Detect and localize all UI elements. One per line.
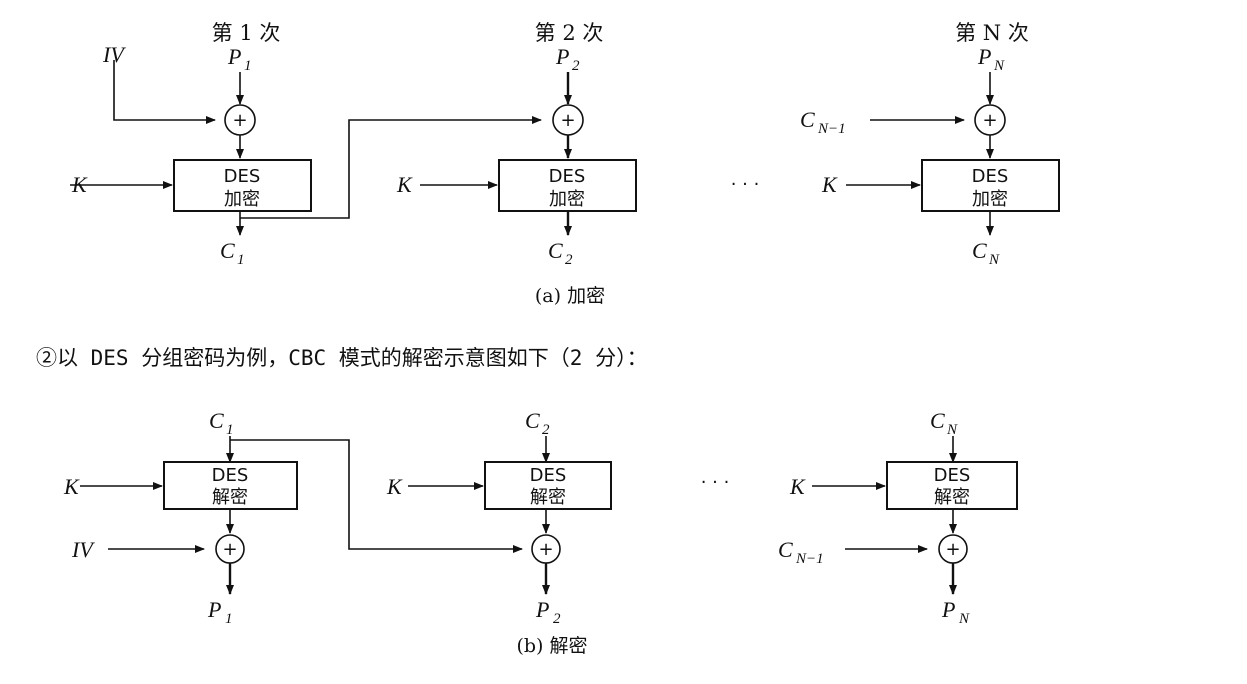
dec-ciphertext-n: C N xyxy=(930,408,958,438)
svg-text:+: + xyxy=(222,539,237,560)
svg-text:N−1: N−1 xyxy=(795,551,824,567)
decryption-diagram: C 1 C 2 C N DES xyxy=(63,408,1018,657)
svg-text:1: 1 xyxy=(237,252,245,268)
enc-des-box-1: DES 加密 xyxy=(173,159,312,212)
svg-text:C: C xyxy=(930,408,945,433)
dec-plaintext-n: P N xyxy=(941,597,970,627)
enc-plaintext-2: P 2 xyxy=(555,44,580,74)
enc-caption: (a) 加密 xyxy=(535,285,605,307)
svg-text:2: 2 xyxy=(542,422,550,438)
dec-chain-n-label: C N−1 xyxy=(778,537,824,567)
svg-text:N: N xyxy=(958,611,970,627)
enc-ciphertext-2: C 2 xyxy=(548,238,573,268)
enc-key-1: K xyxy=(71,172,88,197)
svg-text:+: + xyxy=(538,539,553,560)
svg-text:N: N xyxy=(988,252,1000,268)
svg-text:加密: 加密 xyxy=(224,189,260,210)
svg-text:N: N xyxy=(946,422,958,438)
svg-text:1: 1 xyxy=(226,422,234,438)
dec-des-box-2: DES 解密 xyxy=(484,461,612,510)
svg-text:DES: DES xyxy=(224,166,261,187)
enc-ciphertext-n: C N xyxy=(972,238,1000,268)
dec-plaintext-1: P 1 xyxy=(207,597,233,627)
svg-text:P: P xyxy=(555,44,569,69)
svg-text:N: N xyxy=(993,58,1005,74)
enc-ciphertext-1: C 1 xyxy=(220,238,245,268)
svg-text:P: P xyxy=(227,44,241,69)
svg-text:2: 2 xyxy=(572,58,580,74)
svg-text:C: C xyxy=(548,238,563,263)
svg-text:+: + xyxy=(560,110,575,131)
svg-text:P: P xyxy=(535,597,549,622)
svg-text:C: C xyxy=(525,408,540,433)
svg-text:2: 2 xyxy=(553,611,561,627)
svg-text:DES: DES xyxy=(549,166,586,187)
svg-text:2: 2 xyxy=(565,252,573,268)
dec-xor-n: + xyxy=(938,534,968,564)
svg-text:P: P xyxy=(941,597,955,622)
dec-ellipsis: · · · xyxy=(701,472,730,493)
svg-text:C: C xyxy=(220,238,235,263)
enc-plaintext-n: P N xyxy=(977,44,1005,74)
enc-chain-n-label: C N−1 xyxy=(800,107,846,137)
dec-xor-2: + xyxy=(531,534,561,564)
enc-des-box-n: DES 加密 xyxy=(921,159,1060,212)
dec-key-2: K xyxy=(386,474,403,499)
dec-key-n: K xyxy=(789,474,806,499)
dec-caption: (b) 解密 xyxy=(516,635,587,657)
enc-ellipsis: · · · xyxy=(731,174,760,195)
svg-text:1: 1 xyxy=(244,58,252,74)
dec-iv-label: IV xyxy=(71,537,95,562)
svg-text:+: + xyxy=(982,110,997,131)
svg-text:解密: 解密 xyxy=(212,487,248,508)
svg-text:P: P xyxy=(977,44,991,69)
svg-text:C: C xyxy=(778,537,793,562)
svg-text:C: C xyxy=(209,408,224,433)
round-2-header: 第 2 次 xyxy=(535,21,604,45)
decryption-note: ②以 DES 分组密码为例，CBC 模式的解密示意图如下（2 分）： xyxy=(36,346,648,370)
encryption-diagram: 第 1 次 第 2 次 第 N 次 P 1 P 2 P N IV C N−1 xyxy=(70,21,1060,307)
enc-xor-1: + xyxy=(224,104,256,136)
svg-text:DES: DES xyxy=(212,465,249,486)
dec-xor-1: + xyxy=(215,534,245,564)
svg-text:DES: DES xyxy=(530,465,567,486)
svg-text:C: C xyxy=(972,238,987,263)
dec-des-box-n: DES 解密 xyxy=(886,461,1018,510)
svg-text:DES: DES xyxy=(934,465,971,486)
svg-text:加密: 加密 xyxy=(972,189,1008,210)
svg-text:解密: 解密 xyxy=(934,487,970,508)
enc-plaintext-1: P 1 xyxy=(227,44,252,74)
svg-text:加密: 加密 xyxy=(549,189,585,210)
dec-ciphertext-1: C 1 xyxy=(209,408,234,438)
svg-text:+: + xyxy=(945,539,960,560)
svg-text:P: P xyxy=(207,597,221,622)
dec-key-1: K xyxy=(63,474,80,499)
dec-plaintext-2: P 2 xyxy=(535,597,561,627)
round-1-header: 第 1 次 xyxy=(212,21,281,45)
enc-key-n: K xyxy=(821,172,838,197)
svg-text:N−1: N−1 xyxy=(817,121,846,137)
dec-ciphertext-2: C 2 xyxy=(525,408,550,438)
svg-text:DES: DES xyxy=(972,166,1009,187)
enc-key-2: K xyxy=(396,172,413,197)
dec-des-box-1: DES 解密 xyxy=(163,461,298,510)
svg-text:解密: 解密 xyxy=(530,487,566,508)
enc-xor-n: + xyxy=(974,104,1006,136)
svg-text:1: 1 xyxy=(225,611,233,627)
svg-text:C: C xyxy=(800,107,815,132)
enc-xor-2: + xyxy=(552,104,584,136)
round-n-header: 第 N 次 xyxy=(955,21,1029,45)
enc-des-box-2: DES 加密 xyxy=(498,159,637,212)
svg-text:+: + xyxy=(232,110,247,131)
